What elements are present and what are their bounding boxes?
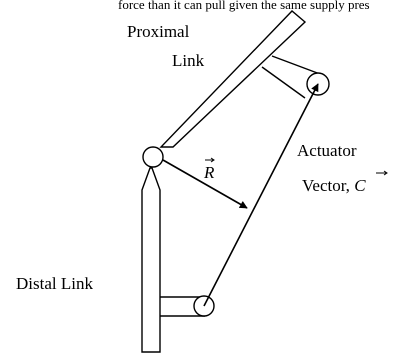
label-link: Link: [172, 51, 205, 70]
c-overarrow-head: [383, 170, 388, 176]
proximal-link: [159, 10, 307, 148]
label-proximal: Proximal: [127, 22, 190, 41]
proximal-mount-bracket-lower: [261, 66, 306, 99]
vector-prefix: Vector,: [302, 176, 354, 195]
label-distal-link: Distal Link: [16, 274, 93, 293]
vector-r-arrow: [162, 159, 248, 209]
c-symbol: C: [354, 176, 366, 195]
label-actuator: Actuator: [297, 141, 357, 160]
label-vector: Vector, C: [302, 176, 366, 195]
r-symbol: R: [203, 163, 215, 182]
proximal-mount-bracket-upper: [271, 55, 321, 75]
distal-link: [141, 167, 161, 353]
actuator-vector-c-arrow: [203, 83, 319, 307]
label-r-vector: R: [203, 157, 215, 182]
joint-pivot: [142, 146, 164, 168]
header-text-fragment: force than it can pull given the same su…: [118, 0, 370, 12]
r-overarrow-head: [210, 157, 215, 163]
